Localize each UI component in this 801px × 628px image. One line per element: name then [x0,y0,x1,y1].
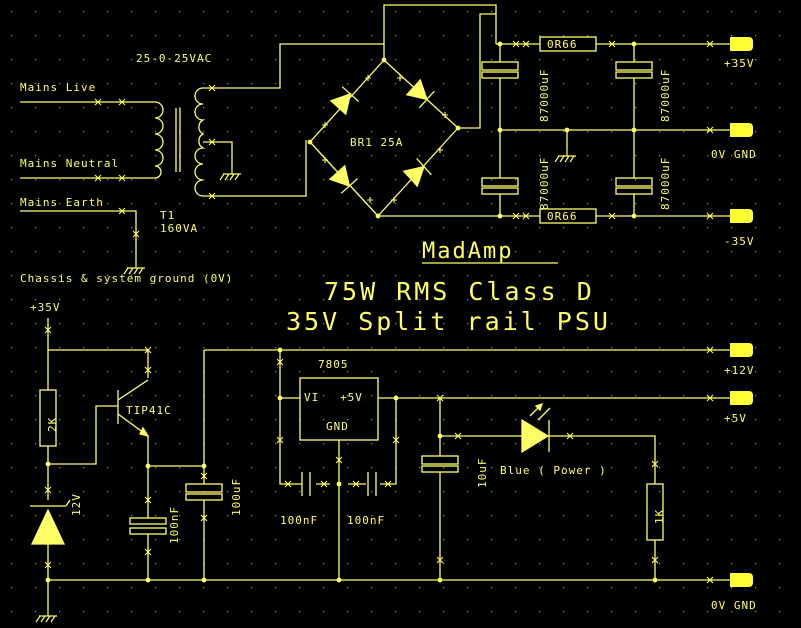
cap-10uf-value: 10uF [476,458,489,489]
title-line1: 75W RMS Class D [324,277,595,306]
mains-live-label: Mains Live [20,81,96,94]
brand-title: MadAmp [422,239,513,264]
zener-value: 12V [70,493,83,516]
title-line2: 35V Split rail PSU [286,307,611,336]
regulator-section: +35V 2K 12V TIP41C 100nF 100uF [30,301,757,623]
cap-100nf-b-value: 100nF [280,514,318,527]
mains-neutral-label: Mains Neutral [20,157,119,170]
regulator-vi-label: VI [304,391,319,404]
mains-section: Mains Live Mains Neutral Mains Earth Cha… [20,4,497,285]
transformer-ref: T1 [160,209,175,222]
resistor-1k-value: 1K [653,509,666,524]
resistor-top-value: 0R66 [547,38,578,51]
cap-100nf-c-value: 100nF [347,514,385,527]
resistor-bottom-value: 0R66 [547,210,578,223]
title-block: MadAmp 75W RMS Class D 35V Split rail PS… [286,239,611,336]
output-plus5-label: +5V [724,412,747,425]
regulator-supply-label: +35V [30,301,61,314]
regulator-gnd-label: GND [326,420,349,433]
cap-100nf-a-value: 100nF [168,506,181,544]
cap-c1-value: 87000uF [538,69,551,122]
bridge-rectifier: BR1 25A [307,13,500,219]
cap-100uf-value: 100uF [230,478,243,516]
transistor-label: TIP41C [126,404,172,417]
resistor-2k-value: 2K [46,417,59,432]
output-gnd-top-label: 0V GND [711,148,757,161]
output-minus35-label: -35V [724,235,755,248]
output-plus12-label: +12V [724,364,755,377]
chassis-ground-label: Chassis & system ground (0V) [20,272,233,285]
cap-c2-value: 87000uF [659,69,672,122]
output-plus35-label: +35V [724,57,755,70]
transformer-rating: 160VA [160,222,198,235]
cap-c4-value: 87000uF [659,157,672,210]
mains-earth-label: Mains Earth [20,196,104,209]
regulator-name: 7805 [318,358,349,371]
led-label: Blue ( Power ) [500,464,607,477]
transformer-voltage: 25-0-25VAC [136,52,212,65]
output-gnd-bottom-label: 0V GND [711,599,757,612]
main-filter: 87000uF 87000uF 87000uF 87000uF 0R66 0R6… [481,36,757,248]
bridge-label: BR1 25A [350,136,403,149]
regulator-out-label: +5V [340,391,363,404]
cap-c3-value: 87000uF [538,157,551,210]
